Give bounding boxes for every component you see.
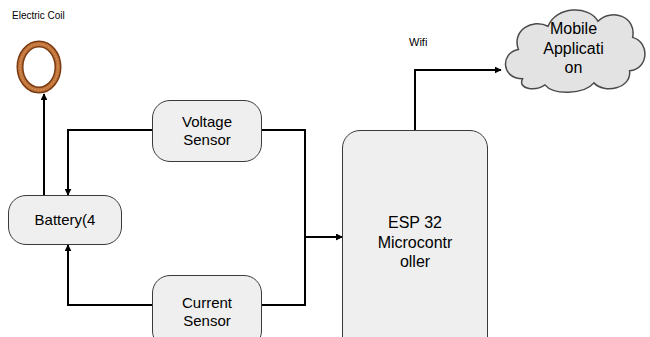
controller-box: ESP 32 Microcontr oller [342,130,488,337]
connector-arrow [262,130,342,237]
coil-winding [20,44,58,90]
cloud-outline [505,10,644,92]
battery-box: Battery(4 [8,195,122,245]
node-label: Mobile Applicati on [533,19,615,78]
node-label: Battery(4 [15,211,115,229]
coil-node: Electric Coil [10,8,88,94]
node-label: Voltage Sensor [162,113,252,150]
sensor-box: Voltage Sensor [152,100,262,162]
connector-arrow [415,70,501,130]
edge-label: Wifi [408,36,428,48]
node-label: Current Sensor [162,294,252,331]
coil-ring [20,44,58,90]
cloud-node: Mobile Applicati on [497,2,650,95]
connector-arrow [43,94,45,195]
connector-arrow [262,237,342,305]
sensor-box: Current Sensor [152,275,262,337]
node-label: ESP 32 Microcontr oller [367,213,463,272]
coil-illustration [16,36,64,94]
connector-arrow [68,245,152,305]
connector-arrow [68,130,152,195]
part-label: Electric Coil [12,10,65,22]
coil-winding [20,44,58,90]
